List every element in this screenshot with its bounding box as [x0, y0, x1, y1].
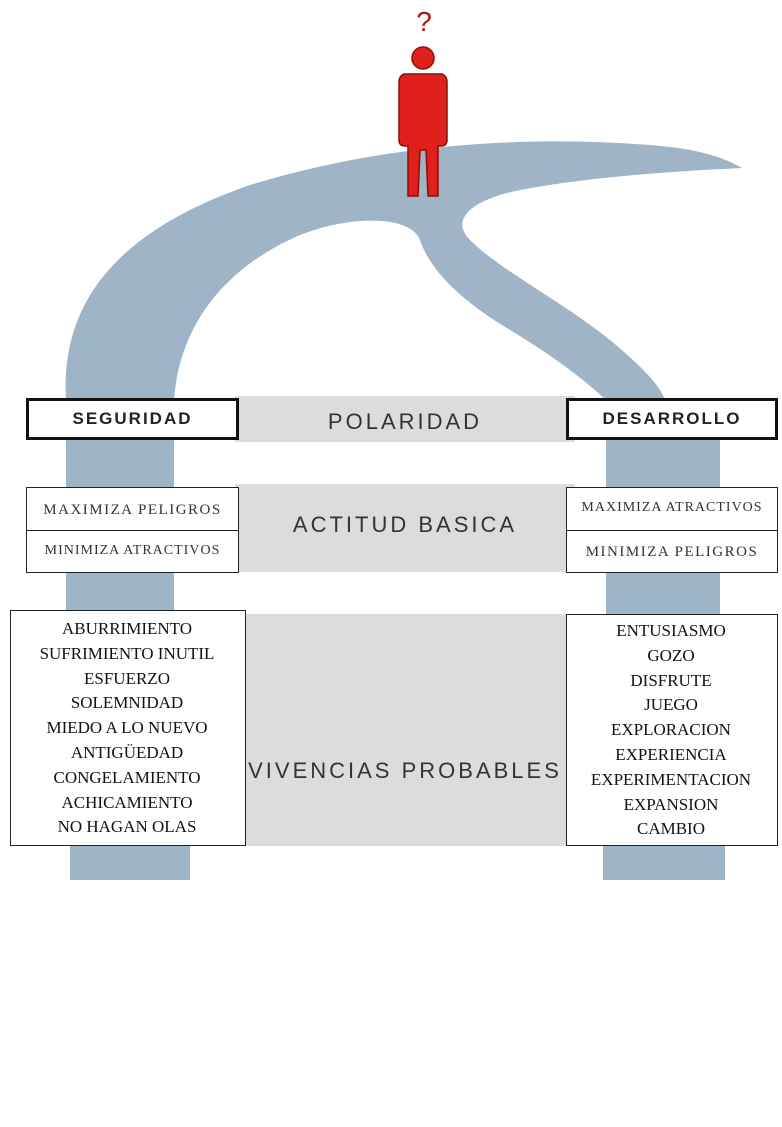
list-item: SOLEMNIDAD — [70, 693, 184, 713]
list-item: EXPERIENCIA — [615, 744, 727, 764]
right-vivencias-box: ENTUSIASMO GOZO DISFRUTE JUEGO EXPLORACI… — [566, 614, 778, 846]
list-item: CONGELAMIENTO — [53, 767, 201, 787]
list-item: DISFRUTE — [630, 670, 712, 690]
list-item: EXPLORACION — [611, 720, 731, 740]
person-head — [411, 46, 435, 70]
right-actitud-box: MAXIMIZA ATRACTIVOS MINIMIZA PELIGROS — [566, 487, 778, 573]
list-item: ABURRIMIENTO — [61, 619, 193, 638]
actitud-band — [235, 484, 575, 572]
seguridad-label: SEGURIDAD — [72, 409, 193, 428]
actitud-label: ACTITUD BASICA — [292, 512, 518, 537]
list-item: JUEGO — [644, 695, 698, 715]
person-body — [398, 73, 448, 197]
right-actitud-item: MINIMIZA PELIGROS — [585, 544, 759, 560]
list-item: ACHICAMIENTO — [61, 792, 193, 812]
person-figure — [398, 46, 448, 197]
desarrollo-box: DESARROLLO — [566, 398, 778, 440]
polaridad-label: POLARIDAD — [327, 409, 483, 434]
right-pillar-bottom — [603, 840, 725, 880]
arch-curve — [65, 141, 742, 401]
left-actitud-box: MAXIMIZA PELIGROS MINIMIZA ATRACTIVOS — [26, 487, 239, 573]
list-item: SUFRIMIENTO INUTIL — [39, 643, 215, 663]
list-item: NO HAGAN OLAS — [57, 817, 197, 837]
list-item: GOZO — [647, 645, 695, 665]
list-item: EXPERIMENTACION — [590, 769, 752, 789]
question-mark: ? — [416, 6, 432, 37]
list-item: EXPANSION — [623, 794, 719, 814]
left-pillar-bottom — [70, 840, 190, 880]
list-item: ANTIGÜEDAD — [70, 742, 184, 762]
right-vivencias-list: ENTUSIASMO GOZO DISFRUTE JUEGO EXPLORACI… — [567, 619, 775, 842]
left-vivencias-list: ABURRIMIENTO SUFRIMIENTO INUTIL ESFUERZO… — [11, 617, 243, 840]
resultado-band — [228, 764, 573, 844]
list-item: MIEDO A LO NUEVO — [46, 718, 208, 738]
vivencias-label: VIVENCIAS PROBABLES — [248, 758, 562, 783]
right-actitud-item: MAXIMIZA ATRACTIVOS — [567, 488, 777, 531]
left-vivencias-box: ABURRIMIENTO SUFRIMIENTO INUTIL ESFUERZO… — [10, 610, 246, 846]
left-actitud-item: MINIMIZA ATRACTIVOS — [44, 543, 221, 558]
seguridad-box: SEGURIDAD — [26, 398, 239, 440]
polaridad-band — [235, 396, 575, 442]
left-actitud-item: MAXIMIZA PELIGROS — [27, 488, 238, 531]
desarrollo-label: DESARROLLO — [602, 409, 742, 428]
list-item: ENTUSIASMO — [616, 621, 726, 640]
list-item: CAMBIO — [636, 819, 705, 839]
list-item: ESFUERZO — [84, 668, 170, 688]
